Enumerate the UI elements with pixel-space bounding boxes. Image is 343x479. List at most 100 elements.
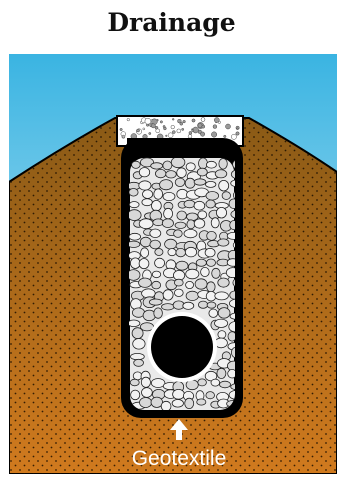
gravel-stone (212, 268, 220, 278)
gravel-stone (133, 339, 145, 350)
gravel-stone (194, 201, 205, 210)
gravel-stone (176, 248, 186, 256)
gravel-stone (132, 161, 141, 168)
gravel-stone (195, 279, 207, 289)
gravel-stone (175, 178, 185, 186)
gravel-stone (174, 230, 183, 238)
gravel-stone (152, 200, 162, 211)
gravel-stone (172, 400, 183, 408)
gravel-stone (205, 248, 215, 257)
gravel-stone (215, 319, 228, 327)
gravel-stone (139, 219, 153, 229)
gravel-stone (153, 219, 164, 226)
gravel-stone (198, 211, 207, 219)
gravel-stone (184, 229, 197, 237)
gravel-stone (160, 180, 173, 190)
drain-pipe-core (151, 316, 213, 378)
gravel-stone (151, 163, 163, 169)
gravel-stone (173, 270, 184, 280)
gravel-stone (201, 267, 210, 276)
gravel-stone (141, 248, 149, 258)
gravel-stone (152, 271, 160, 278)
cap-grain (160, 121, 162, 123)
diagram-title: Drainage (0, 0, 343, 46)
gravel-stone (165, 239, 177, 249)
gravel-stone (174, 279, 183, 286)
gravel-stone (199, 158, 208, 169)
gravel-stone (218, 308, 230, 319)
gravel-stone (177, 168, 187, 178)
gravel-stone (164, 208, 173, 219)
gravel-stone (216, 207, 226, 218)
gravel-stone (198, 379, 207, 386)
gravel-stone (154, 189, 163, 199)
gravel-stone (174, 289, 183, 296)
gravel-stone (218, 239, 229, 246)
gravel-stone (206, 181, 216, 187)
cap-grain (151, 124, 155, 128)
gravel-stone (211, 379, 220, 386)
gravel-stone (132, 328, 143, 339)
geotextile-top-inner (155, 152, 235, 158)
gravel-stone (207, 302, 216, 308)
gravel-stone (162, 304, 175, 310)
gravel-stone (220, 381, 231, 388)
cap-grain (236, 132, 239, 135)
gravel-stone (198, 301, 207, 308)
geotextile-top-flap (127, 138, 215, 146)
gravel-stone (129, 233, 141, 240)
gravel-stone (131, 390, 140, 400)
cap-grain (224, 135, 226, 137)
cap-grain (211, 132, 216, 137)
cap-grain (171, 125, 175, 129)
cap-grain (168, 133, 173, 138)
gravel-stone (206, 192, 219, 201)
cap-grain (226, 124, 231, 129)
cap-grain (149, 132, 151, 134)
cap-grain (137, 129, 140, 132)
cap-grain (143, 128, 145, 130)
cap-grain (172, 131, 175, 134)
cap-grain (172, 118, 174, 120)
gravel-stone (128, 320, 140, 327)
gravel-stone (163, 192, 175, 200)
gravel-stone (139, 181, 151, 190)
gravel-stone (211, 218, 219, 228)
gravel-stone (129, 202, 139, 208)
gravel-stone (185, 247, 196, 257)
gravel-stone (206, 200, 215, 208)
cap-grain (164, 127, 167, 130)
drainage-figure: Geotextile (9, 54, 337, 474)
gravel-stone (127, 241, 140, 247)
gravel-stone (217, 368, 226, 378)
gravel-stone (218, 278, 229, 287)
gravel-stone (150, 240, 161, 249)
gravel-stone (177, 211, 187, 220)
gravel-stone (142, 388, 153, 398)
gravel-stone (131, 353, 145, 359)
gravel-stone (141, 377, 150, 387)
gravel-stone (209, 309, 218, 317)
gravel-stone (140, 237, 151, 247)
cap-grain (183, 120, 186, 123)
geotextile-label: Geotextile (132, 447, 227, 470)
gravel-stone (196, 259, 206, 266)
gravel-stone (187, 220, 195, 229)
cap-grain (231, 134, 236, 139)
cap-grain (192, 130, 194, 132)
gravel-stone (197, 168, 207, 176)
gravel-stone (149, 299, 162, 305)
cap-grain (188, 134, 192, 138)
gravel-stone (142, 199, 152, 206)
cap-grain (201, 118, 205, 122)
gravel-stone (215, 170, 227, 178)
gravel-stone (139, 278, 152, 287)
cap-grain (214, 118, 219, 123)
cap-grain (198, 123, 202, 127)
gravel-stone (143, 190, 153, 199)
cap-grain (192, 119, 195, 122)
gravel-stone (140, 398, 152, 408)
gravel-stone (228, 332, 236, 341)
gravel-stone (185, 178, 195, 188)
gravel-stone (163, 290, 173, 300)
